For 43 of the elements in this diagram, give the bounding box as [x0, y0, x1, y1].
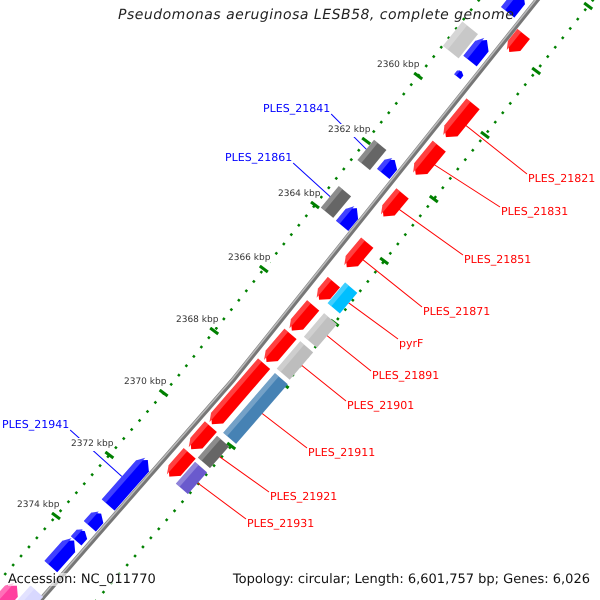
- leader-line: [301, 364, 346, 402]
- scale-label: 2360 kbp: [377, 59, 420, 72]
- scale-label: 2372 kbp: [71, 438, 114, 451]
- gene-label: PLES_21901: [347, 399, 414, 412]
- title: Pseudomonas aeruginosa LESB58, complete genome: [118, 9, 514, 22]
- leader-line: [465, 124, 528, 174]
- feature-block: [320, 186, 352, 218]
- gene-label: PLES_21841: [263, 102, 330, 115]
- accession-text: Accession: NC_011770: [8, 573, 156, 586]
- gene-label: PLES_21921: [270, 490, 338, 503]
- scale-label: 2368 kbp: [176, 314, 218, 327]
- gene-label: PLES_21941: [2, 418, 70, 431]
- gene-label: PLES_21891: [372, 369, 440, 382]
- genome-stats-text: Topology: circular; Length: 6,601,757 bp; Genes: 6,026: [232, 573, 590, 586]
- gene-label: PLES_21861: [225, 151, 292, 164]
- feature-block: [222, 372, 288, 444]
- gene-label: pyrF: [399, 337, 424, 350]
- gene-label: PLES_21871: [423, 305, 490, 318]
- leader-line: [326, 334, 372, 372]
- leader-line: [348, 302, 398, 340]
- leader-line: [219, 456, 270, 492]
- leader-line: [196, 482, 246, 520]
- leader-line: [362, 259, 422, 308]
- gene-label: PLES_21831: [501, 205, 568, 218]
- feature-block: [175, 462, 207, 494]
- feature-block: [197, 436, 229, 468]
- scale-label: 2370 kbp: [124, 376, 166, 389]
- leader-line: [261, 412, 308, 448]
- leader-line: [398, 209, 464, 256]
- scale-label: 2366 kbp: [228, 252, 270, 265]
- gene-label: PLES_21911: [308, 446, 376, 459]
- gene-label: PLES_21821: [528, 172, 596, 185]
- feature-block: [358, 140, 386, 170]
- scale-label: 2362 kbp: [328, 124, 370, 137]
- gene-label: PLES_21851: [464, 253, 532, 266]
- gene-label: PLES_21931: [247, 517, 314, 530]
- leader-line: [434, 164, 500, 208]
- feature-block: [303, 312, 337, 348]
- feature-block: [276, 340, 314, 380]
- leader-line: [292, 162, 331, 198]
- scale-label: 2374 kbp: [17, 499, 60, 512]
- feature-block: [327, 282, 357, 314]
- scale-label: 2364 kbp: [278, 188, 320, 201]
